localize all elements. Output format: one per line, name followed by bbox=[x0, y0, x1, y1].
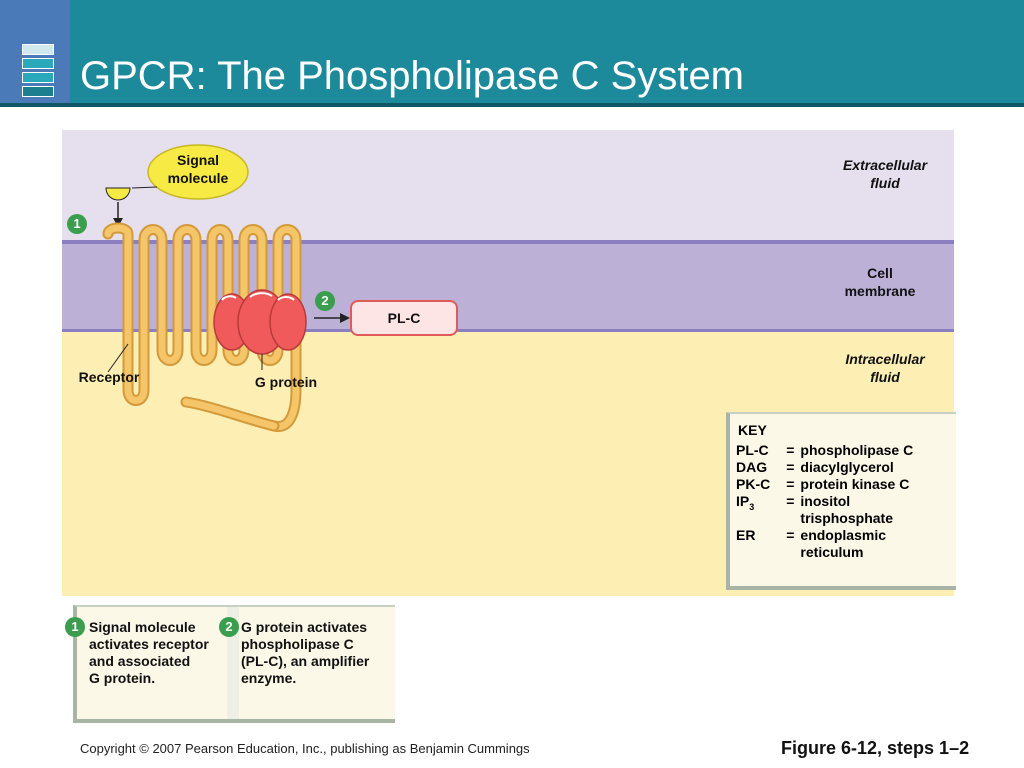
key-definition: inositol trisphosphate bbox=[800, 493, 917, 527]
key-equals: = bbox=[786, 442, 795, 458]
plc-label: PL-C bbox=[387, 310, 421, 326]
key-abbr: IP3 bbox=[736, 493, 774, 527]
key-definition: endoplasmic reticulum bbox=[800, 527, 917, 561]
g-protein-highlight bbox=[249, 292, 273, 298]
cell-membrane-label: Cell membrane bbox=[820, 264, 940, 300]
key-table: PL-C = phospholipase C DAG = diacylglyce… bbox=[736, 442, 917, 561]
intracellular-label-line1: Intracellular bbox=[845, 351, 925, 367]
step-2-badge: 2 bbox=[219, 617, 239, 637]
key-abbr: ER bbox=[736, 527, 756, 543]
step-2-line: phospholipase C bbox=[241, 636, 354, 652]
key-row: DAG = diacylglycerol bbox=[736, 459, 917, 476]
extracellular-label-line2: fluid bbox=[870, 175, 900, 191]
step-2-text: G protein activates phospholipase C (PL-… bbox=[241, 619, 369, 687]
key-equals: = bbox=[786, 527, 795, 543]
key-equals: = bbox=[786, 459, 795, 475]
key-row: PL-C = phospholipase C bbox=[736, 442, 917, 459]
cell-membrane-label-line2: membrane bbox=[844, 283, 916, 299]
signal-leader-line bbox=[131, 186, 158, 189]
intracellular-label-line2: fluid bbox=[870, 369, 900, 385]
key-equals: = bbox=[786, 493, 795, 509]
key-row: ER = endoplasmic reticulum bbox=[736, 527, 917, 561]
steps-panel: 1 Signal molecule activates receptor and… bbox=[65, 605, 395, 723]
step-2-line: G protein activates bbox=[241, 619, 368, 635]
receptor-leader-line bbox=[107, 343, 129, 373]
key-definition: diacylglycerol bbox=[800, 459, 894, 475]
extracellular-label: Extracellular fluid bbox=[820, 156, 950, 192]
g-protein-highlight bbox=[277, 296, 295, 301]
key-definition-line2: trisphosphate bbox=[800, 510, 893, 526]
key-abbr: DAG bbox=[736, 459, 768, 475]
logo-bar-icon bbox=[22, 72, 54, 83]
step-1-line: Signal molecule bbox=[89, 619, 196, 635]
step-1-text: Signal molecule activates receptor and a… bbox=[89, 619, 209, 687]
key-row: IP3 = inositol trisphosphate bbox=[736, 493, 917, 527]
g-protein-subunit-right bbox=[269, 293, 307, 351]
key-definition-line1: inositol bbox=[800, 493, 851, 509]
header-underline bbox=[0, 103, 1024, 107]
step-1-line: activates receptor bbox=[89, 636, 209, 652]
step-2-badge: 2 bbox=[315, 291, 335, 311]
step-2-line: enzyme. bbox=[241, 670, 297, 686]
step-1-line: and associated bbox=[89, 653, 191, 669]
slide-header: GPCR: The Phospholipase C System bbox=[0, 0, 1024, 107]
pathway-illustration bbox=[102, 144, 458, 432]
receptor-label: Receptor bbox=[78, 369, 140, 385]
key-equals: = bbox=[786, 476, 795, 492]
extracellular-label-line1: Extracellular bbox=[842, 157, 928, 173]
logo-bar-icon bbox=[22, 44, 54, 55]
plc-box bbox=[350, 300, 458, 336]
membrane-bottom-line bbox=[62, 329, 954, 333]
signal-molecule-label-line2: molecule bbox=[167, 170, 229, 186]
step-1-badge: 1 bbox=[67, 214, 87, 234]
key-abbr: PK-C bbox=[736, 476, 771, 492]
key-abbr: PL-C bbox=[736, 442, 769, 458]
key-panel: KEY PL-C = phospholipase C DAG = diacylg… bbox=[726, 412, 956, 590]
key-title: KEY bbox=[738, 422, 767, 438]
g-protein-highlight bbox=[221, 295, 237, 301]
key-definition: phospholipase C bbox=[800, 442, 914, 458]
key-definition-line1: endoplasmic bbox=[800, 527, 887, 543]
receptor-tail bbox=[182, 398, 278, 430]
key-definition-line2: reticulum bbox=[800, 544, 864, 560]
signal-molecule-label-line1: Signal bbox=[176, 152, 219, 168]
intracellular-label: Intracellular fluid bbox=[820, 350, 950, 386]
signal-molecule-ellipse bbox=[147, 144, 249, 200]
step-1-line: G protein. bbox=[89, 670, 156, 686]
membrane-top-line bbox=[62, 240, 954, 244]
cell-membrane-label-line1: Cell bbox=[867, 265, 893, 281]
step-2-line: (PL-C), an amplifier bbox=[241, 653, 370, 669]
key-definition: protein kinase C bbox=[800, 476, 910, 492]
ligand-icon bbox=[105, 187, 131, 201]
key-row: PK-C = protein kinase C bbox=[736, 476, 917, 493]
logo-block bbox=[0, 0, 70, 107]
activation-arrow-head bbox=[340, 313, 350, 323]
logo-bar-icon bbox=[22, 58, 54, 69]
slide-title: GPCR: The Phospholipase C System bbox=[80, 54, 745, 98]
signal-molecule-label: Signal molecule bbox=[148, 151, 248, 187]
figure-panel: Signal molecule Extracellular fluid Cell… bbox=[62, 130, 954, 596]
g-protein-label: G protein bbox=[254, 374, 318, 390]
key-abbr-subscript: 3 bbox=[749, 501, 755, 512]
copyright-text: Copyright © 2007 Pearson Education, Inc.… bbox=[80, 741, 530, 756]
logo-bar-icon bbox=[22, 86, 54, 97]
step-1-badge: 1 bbox=[65, 617, 85, 637]
key-abbr-text: IP bbox=[736, 493, 750, 509]
figure-caption: Figure 6-12, steps 1–2 bbox=[781, 738, 970, 758]
